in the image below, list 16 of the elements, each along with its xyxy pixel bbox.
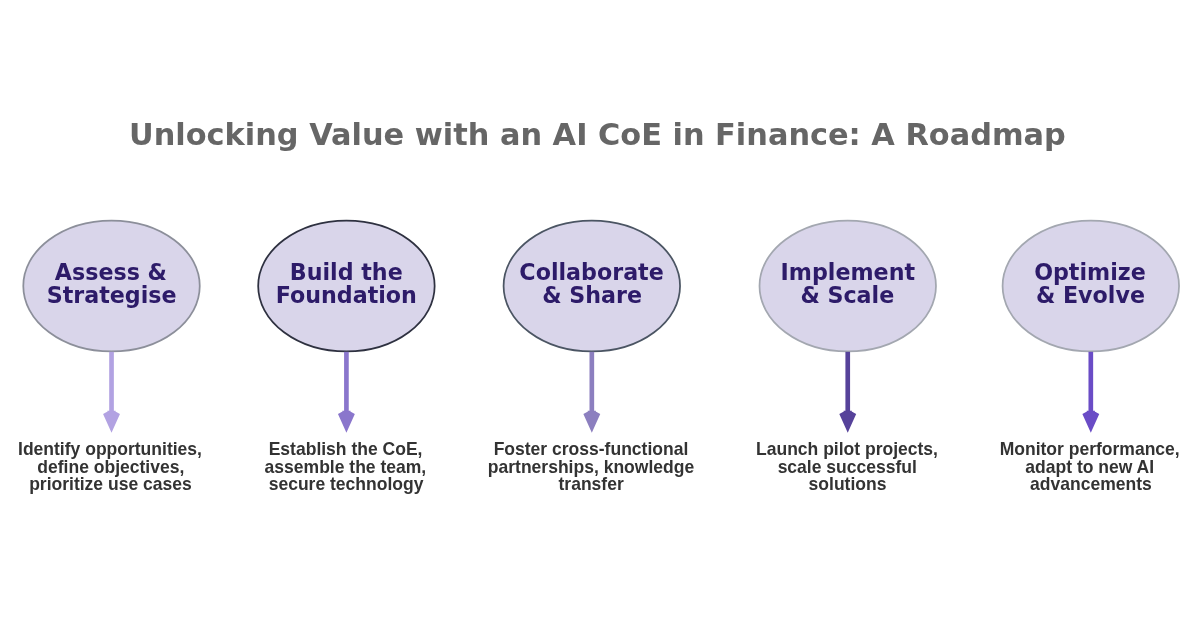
- node-ellipse: Collaborate & Share: [502, 219, 681, 353]
- arrow: [583, 351, 601, 430]
- node-ellipse: Assess & Strategise: [22, 219, 201, 353]
- node-ellipse: Implement & Scale: [758, 219, 937, 353]
- arrow: [337, 351, 356, 430]
- node-text: Launch pilot projects, scale successful solutions: [756, 439, 938, 495]
- arrow: [102, 351, 121, 430]
- arrow: [839, 351, 857, 430]
- node-ellipse: Build the Foundation: [257, 219, 436, 353]
- arrow: [1082, 351, 1100, 430]
- diagram-title: Unlocking Value with an AI CoE in Finance: A Roadmap: [129, 117, 1066, 153]
- node-text: Foster cross-functional partnerships, knowledge transfer: [487, 439, 695, 495]
- node-text: Identify opportunities, define objectives, prioritize use cases: [18, 439, 202, 495]
- node-text: Monitor performance, adapt to new AI advancements: [999, 439, 1180, 495]
- node-ellipse: Optimize & Evolve: [1001, 219, 1180, 353]
- node-text: Establish the CoE, assemble the team, secure technology: [264, 439, 427, 495]
